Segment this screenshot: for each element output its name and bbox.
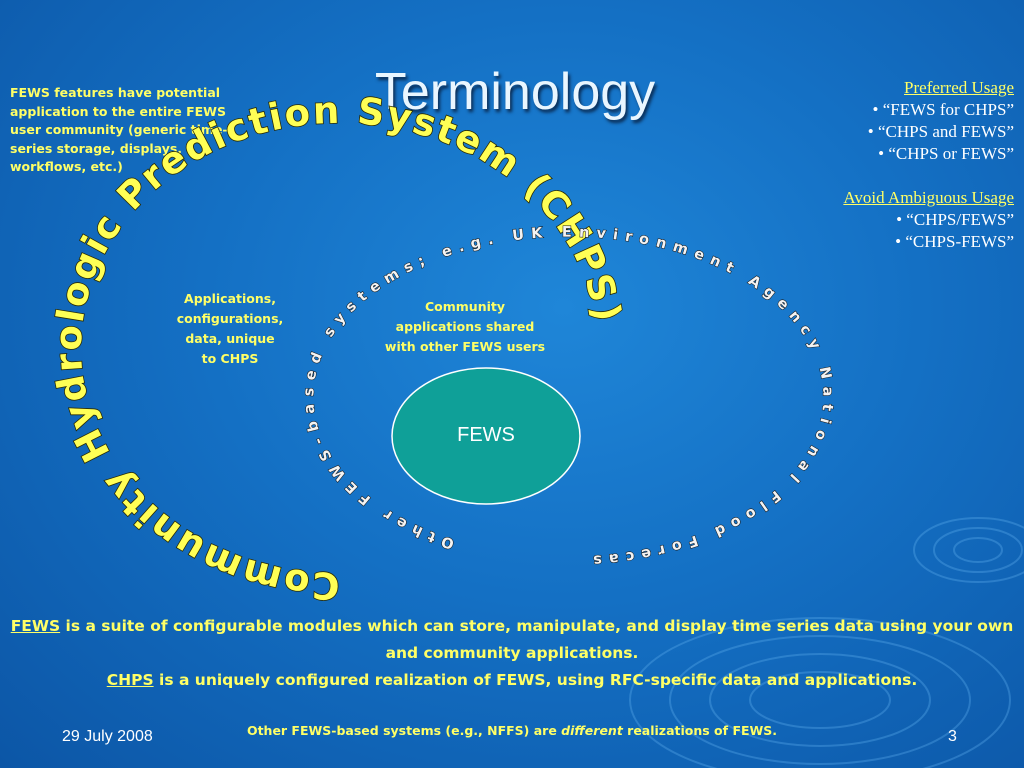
- slide-number: 3: [948, 728, 957, 745]
- fews-core-ellipse: [391, 367, 581, 505]
- chps-unique-caption: Applications, configurations, data, uniq…: [176, 291, 284, 366]
- avoid-usage-header: Avoid Ambiguous Usage: [843, 188, 1014, 207]
- preferred-usage-header: Preferred Usage: [904, 78, 1014, 97]
- avoid-usage-item: • “CHPS-FEWS”: [895, 232, 1014, 251]
- chps-term: CHPS: [106, 671, 154, 689]
- fews-definition: FEWS is a suite of configurable modules …: [10, 617, 1014, 662]
- slide-date: 29 July 2008: [62, 728, 153, 745]
- preferred-usage-item: • “CHPS and FEWS”: [867, 122, 1014, 141]
- usage-guidelines: Preferred Usage • “FEWS for CHPS” • “CHP…: [754, 77, 1014, 253]
- chps-definition: CHPS is a uniquely configured realizatio…: [106, 671, 918, 689]
- preferred-usage-item: • “FEWS for CHPS”: [872, 100, 1014, 119]
- slide-title: Terminology: [374, 63, 656, 121]
- fews-features-note: FEWS features have potential application…: [10, 85, 228, 174]
- preferred-usage-item: • “CHPS or FEWS”: [878, 144, 1014, 163]
- other-systems-note: Other FEWS-based systems (e.g., NFFS) ar…: [246, 723, 778, 738]
- fews-core-label: FEWS: [457, 424, 515, 446]
- avoid-usage-item: • “CHPS/FEWS”: [896, 210, 1014, 229]
- community-apps-caption: Community applications shared with other…: [384, 299, 546, 354]
- definitions: FEWS is a suite of configurable modules …: [10, 613, 1014, 694]
- fews-term: FEWS: [10, 617, 61, 635]
